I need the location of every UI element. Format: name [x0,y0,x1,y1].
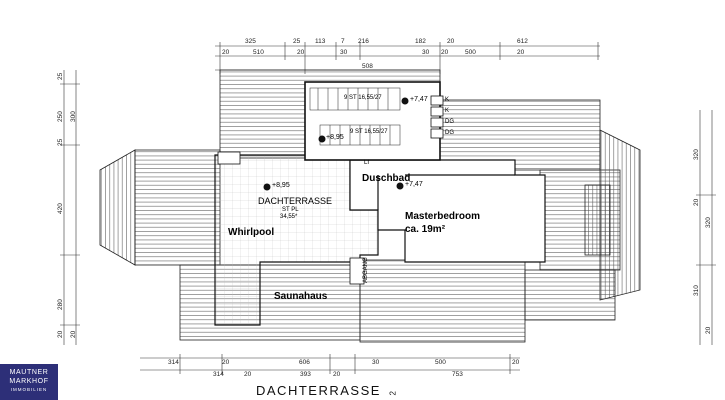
dim-bottom-6: 20 [512,359,520,366]
vent-marker-4: DG [445,130,454,136]
dim-top-3: 113 [315,38,326,45]
dim-top2-1: 20 [222,49,230,56]
lift-note: LI [364,160,370,166]
logo-line-2: MARKHOF [9,378,49,385]
left-dimension-lines [60,70,80,345]
elevation-stair-top: +7,47 [410,96,428,103]
stair-note-lower: 9 ST 16,55/27 [350,129,388,135]
vent-marker-3: DG [445,119,454,125]
dim-top-7: 20 [447,38,455,45]
dim-top2-5: 30 [422,49,430,56]
dim-left-5: 420 [57,203,64,214]
vent-marker-2: K [445,108,450,114]
dim-top-4: 7 [341,38,345,45]
abgang-note: ABGANG [363,257,369,283]
dim-right-5: 20 [705,326,712,334]
elevation-terrace: +8,95 [272,182,290,189]
room-label-dachterrasse: DACHTERRASSE [258,196,333,206]
vent-boxes [217,95,444,285]
dim-top3-1: 508 [362,63,373,70]
stair-treads [309,87,401,146]
dim-bottom-1: 314 [168,359,179,366]
dim-top2-4: 30 [340,49,348,56]
dim-top-8: 612 [517,38,528,45]
dim-bottom2-5: 753 [452,371,463,378]
dim-top2-2: 510 [253,49,264,56]
dim-top-1: 325 [245,38,256,45]
dim-right-1: 320 [693,149,700,160]
room-floor-dachterrasse: ST PL [282,207,299,213]
dim-bottom2-4: 20 [333,371,341,378]
dim-bottom-5: 500 [435,359,446,366]
dim-top2-8: 20 [517,49,525,56]
dim-top2-3: 20 [297,49,305,56]
stair-note-upper: 9 ST 16,55/27 [344,95,382,101]
vent-marker-1: K [445,97,450,103]
room-label-saunahaus: Saunahaus [274,291,328,302]
dim-left-4: 25 [57,138,64,146]
top-dimension-lines [215,42,600,74]
dim-left-1: 25 [57,72,64,80]
dim-bottom-4: 30 [372,359,380,366]
dim-left-3: 300 [70,111,77,122]
dim-top-2: 25 [293,38,301,45]
dim-bottom2-1: 314 [213,371,224,378]
dim-right-4: 310 [693,285,700,296]
dim-left-2: 250 [57,111,64,122]
dim-top-6: 182 [415,38,426,45]
dim-bottom2-2: 20 [244,371,252,378]
dim-top-5: 216 [358,38,369,45]
room-area-masterbedroom: ca. 19m² [405,224,446,235]
right-dimension-lines [696,110,716,345]
dim-bottom-2: 20 [222,359,230,366]
dim-left-7: 20 [57,330,64,338]
drawing-title: DACHTERRASSE 2 [256,383,398,398]
drawing-title-suffix: 2 [388,389,398,396]
dim-right-3: 320 [705,217,712,228]
company-logo: MAUTNER MARKHOF IMMOBILIEN [0,364,58,400]
dim-right-2: 20 [693,198,700,206]
dim-bottom-3: 606 [299,359,310,366]
logo-line-3: IMMOBILIEN [10,387,48,392]
elevation-markers [263,97,409,191]
dim-left-8: 20 [70,330,77,338]
drawing-title-text: DACHTERRASSE [256,383,381,398]
dim-bottom2-3: 393 [300,371,311,378]
dim-left-6: 280 [57,299,64,310]
room-label-whirlpool: Whirlpool [228,227,275,238]
room-label-duschbad: Duschbad [362,173,411,184]
dim-top2-7: 500 [465,49,476,56]
elevation-stair-landing: +8,95 [326,134,344,141]
dim-top2-6: 20 [441,49,449,56]
room-area-dachterrasse: 34,55* [280,214,298,220]
bottom-dimension-lines [140,354,520,374]
room-label-masterbedroom: Masterbedroom [405,211,481,222]
logo-line-1: MAUTNER [9,369,49,376]
elevation-bath: +7,47 [405,181,423,188]
